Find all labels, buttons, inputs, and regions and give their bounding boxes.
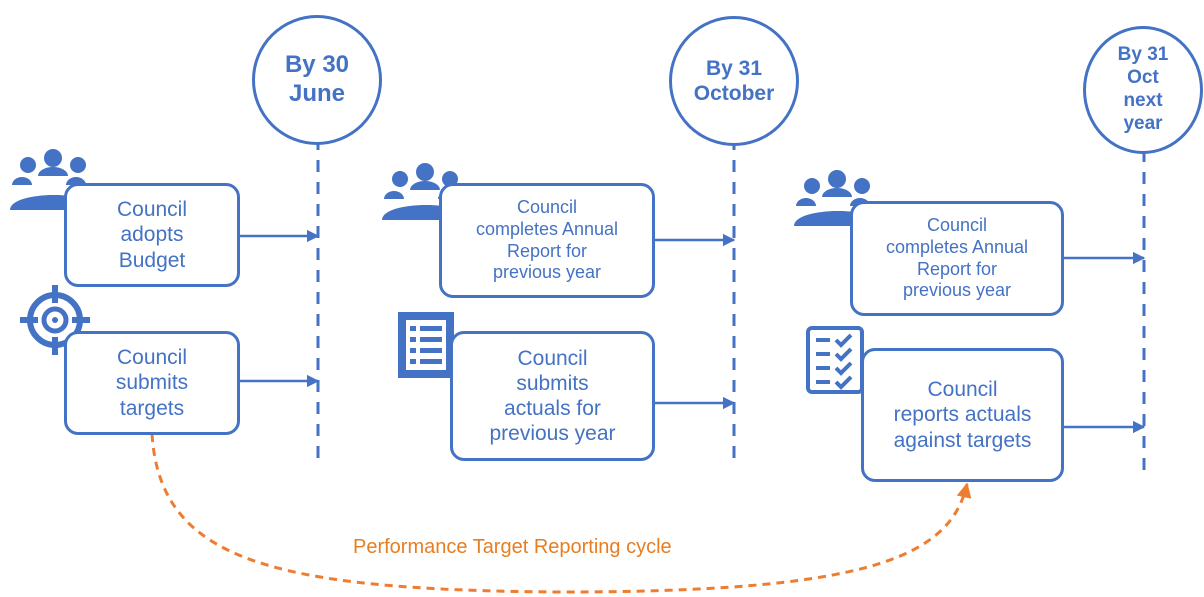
box-line: Council — [516, 197, 578, 218]
council-submits-actuals-box: Council submits actuals for previous yea… — [450, 331, 655, 461]
box-line: Council — [517, 346, 588, 370]
reporting-cycle-label: Performance Target Reporting cycle — [353, 536, 672, 558]
box-line: previous year — [902, 280, 1012, 301]
box-line: against targets — [893, 428, 1032, 452]
milestone-line: By 31 — [705, 56, 763, 80]
box-line: completes Annual — [475, 218, 619, 239]
reporting-cycle-arrow — [150, 433, 972, 594]
box-line: Report for — [506, 240, 588, 261]
council-annual-report-box: Council completes Annual Report for prev… — [850, 201, 1064, 316]
box-line: Council — [116, 346, 188, 370]
box-line: previous year — [489, 422, 616, 446]
milestone-line: year — [1123, 112, 1163, 134]
council-adopts-budget-box: Council adopts Budget — [64, 183, 240, 287]
milestone-line: June — [288, 80, 345, 107]
milestone-line: Oct — [1127, 67, 1159, 89]
council-reports-actuals-box: Council reports actuals against targets — [861, 348, 1064, 482]
box-line: actuals for — [504, 397, 601, 420]
document-list-icon — [398, 312, 454, 378]
checklist-icon — [806, 326, 864, 394]
box-line: Council — [926, 215, 988, 236]
box-line: adopts — [120, 223, 184, 247]
box-line: reports actuals — [893, 403, 1032, 427]
council-submits-targets-box: Council submits targets — [64, 331, 240, 435]
box-line: completes Annual — [885, 236, 1029, 257]
milestone-line: next — [1123, 90, 1163, 111]
target-icon — [20, 285, 90, 355]
milestone-line: By 31 — [1117, 44, 1169, 66]
box-line: Report for — [916, 258, 998, 279]
milestone-line: October — [693, 82, 775, 105]
box-line: submits — [516, 371, 589, 395]
milestone-line: By 30 — [284, 51, 350, 79]
milestone-31-oct-next-year: By 31 Oct next year — [1083, 26, 1203, 154]
council-annual-report-box: Council completes Annual Report for prev… — [439, 183, 655, 298]
box-line: targets — [119, 396, 185, 420]
box-line: Budget — [118, 248, 186, 272]
box-line: submits — [115, 371, 189, 395]
box-line: previous year — [492, 262, 602, 283]
milestone-30-june: By 30 June — [252, 15, 382, 145]
box-line: Council — [927, 378, 998, 402]
box-line: Council — [116, 198, 188, 222]
milestone-31-october: By 31 October — [669, 16, 799, 146]
